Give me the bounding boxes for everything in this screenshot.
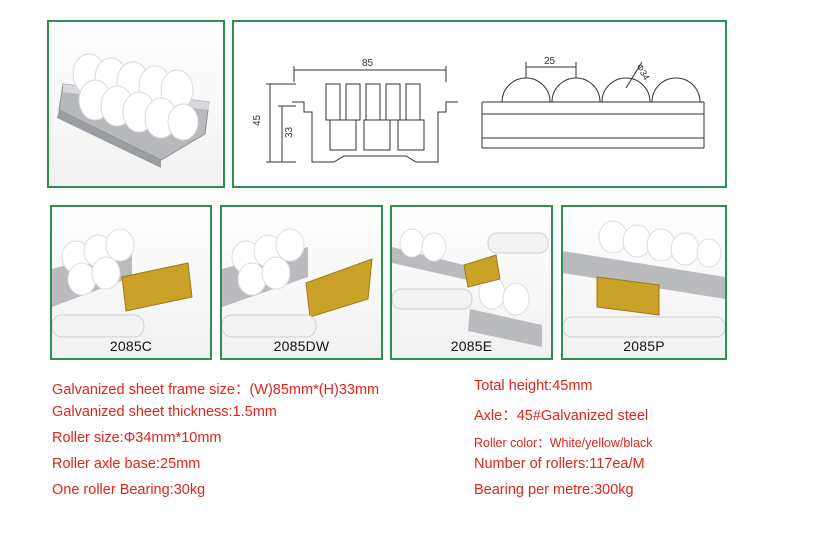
model-card-2085dw: 2085DW — [220, 205, 383, 360]
model-label-2085dw: 2085DW — [273, 338, 330, 354]
spec-frame-size: Galvanized sheet frame size：(W)85mm*(H)3… — [52, 382, 380, 398]
dim-diameter-label: Φ34 — [634, 62, 651, 82]
dim-height-total-label: 45 — [252, 114, 263, 126]
spec-roller-color: Roller color：White/yellow/black — [474, 436, 653, 450]
dim-width-label: 85 — [362, 58, 374, 69]
spec-total-height: Total height:45mm — [474, 378, 593, 394]
model-label-2085c: 2085C — [109, 338, 153, 354]
model-label-2085p: 2085P — [623, 338, 665, 354]
product-photo-main — [47, 20, 225, 188]
technical-drawing-panel: 85 45 33 25 Φ34 — [232, 20, 727, 188]
model-2085e-illustration — [392, 228, 549, 347]
model-card-2085p: 2085P — [561, 205, 727, 360]
model-card-2085e: 2085E — [390, 205, 553, 360]
spec-bearing-per-metre: Bearing per metre:300kg — [474, 482, 634, 498]
model-2085p-illustration — [563, 220, 725, 338]
model-card-2085c: 2085C — [50, 205, 212, 360]
dim-pitch-label: 25 — [544, 56, 556, 67]
spec-thickness: Galvanized sheet thickness:1.5mm — [52, 404, 277, 420]
model-2085dw-illustration — [222, 228, 373, 338]
roller-track-illustration — [57, 53, 210, 168]
model-label-2085e: 2085E — [450, 338, 493, 354]
spec-roller-size: Roller size:Φ34mm*10mm — [52, 430, 222, 446]
spec-axle: Axle：45#Galvanized steel — [474, 408, 649, 424]
dimension-drawing: 85 45 33 25 Φ34 — [252, 56, 705, 163]
spec-roller-bearing: One roller Bearing:30kg — [52, 482, 206, 498]
spec-axle-base: Roller axle base:25mm — [52, 456, 201, 472]
model-2085c-illustration — [52, 228, 193, 338]
spec-roller-count: Number of rollers:117ea/M — [474, 456, 645, 472]
dim-height-frame-label: 33 — [284, 126, 295, 138]
